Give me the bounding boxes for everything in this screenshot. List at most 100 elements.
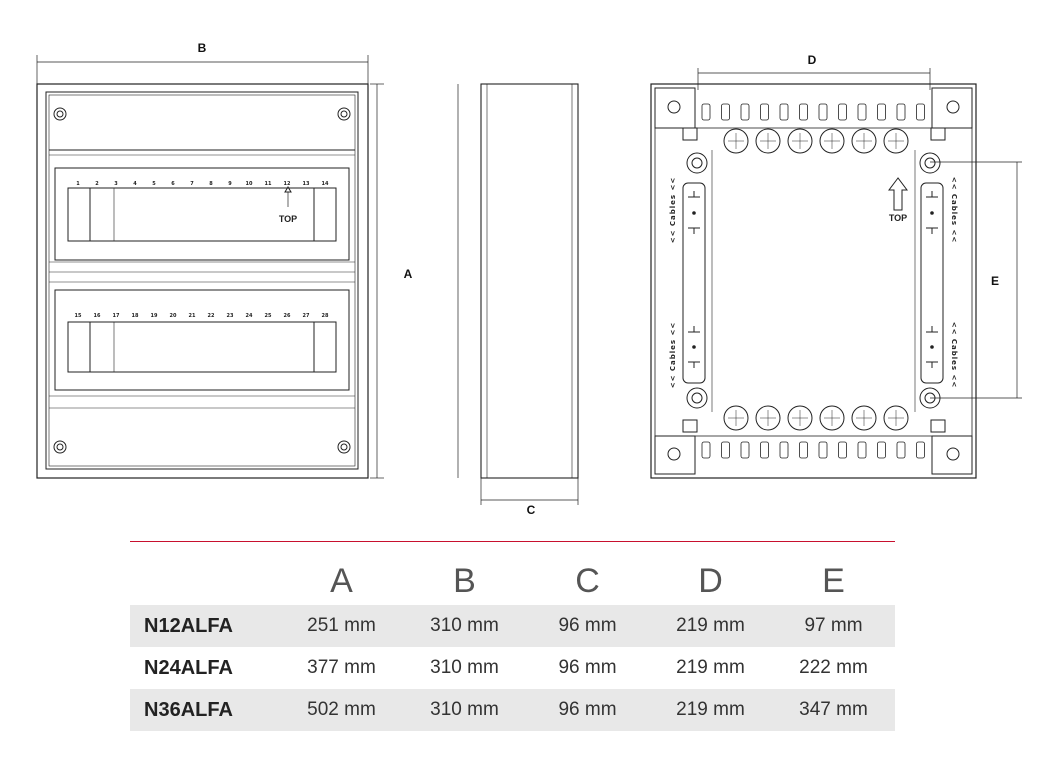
module-number: 24 [246, 313, 253, 319]
table-header-row: A B C D E [130, 542, 895, 605]
cable-tooth [799, 441, 808, 459]
back-top-marker: TOP [889, 213, 907, 223]
cable-knockout [787, 128, 813, 154]
cable-tooth [916, 103, 925, 121]
cell-a: 377 mm [307, 657, 376, 678]
cable-knockout [723, 128, 749, 154]
cell-c: 96 mm [526, 605, 649, 647]
column-header-d: D [698, 562, 723, 600]
dimension-label-b: B [198, 41, 207, 55]
module-number: 9 [228, 181, 232, 187]
model-cell: N36ALFA [130, 689, 280, 731]
cell-e: 222 mm [799, 657, 868, 678]
model-cell: N12ALFA [130, 605, 280, 647]
dimension-label-d: D [808, 53, 817, 67]
cell-a: 251 mm [280, 605, 403, 647]
module-number: 11 [265, 181, 272, 187]
cable-knockout [851, 128, 877, 154]
cell-c: 96 mm [558, 657, 617, 678]
cell-e: 347 mm [772, 689, 895, 731]
cable-label-left-top: << Cables << [669, 177, 677, 244]
cable-knockout [819, 405, 845, 431]
module-number: 12 [284, 181, 291, 187]
front-view [36, 55, 384, 479]
column-header-b: B [453, 562, 476, 600]
cable-knockout [755, 128, 781, 154]
rail-terminal-right-top [926, 191, 938, 234]
cable-tooth [857, 103, 867, 121]
module-number: 19 [151, 313, 158, 319]
cable-tooth [818, 103, 828, 121]
cell-c: 96 mm [526, 689, 649, 731]
cable-knockout [819, 128, 845, 154]
cable-tooth [916, 441, 925, 459]
cable-tooth [701, 103, 711, 121]
cable-knockout [723, 405, 749, 431]
rail-terminal-left-top [688, 191, 700, 234]
cable-label-right-bottom: << Cables << [950, 322, 958, 389]
cable-tooth [877, 103, 886, 121]
table-row: N24ALFA 377 mm 310 mm 96 mm 219 mm 222 m… [130, 647, 895, 689]
cable-tooth [760, 441, 769, 459]
cell-d: 219 mm [649, 689, 772, 731]
cell-d: 219 mm [676, 657, 745, 678]
column-header-a: A [330, 562, 353, 600]
cable-tooth [896, 441, 906, 459]
cell-b: 310 mm [403, 605, 526, 647]
module-number: 16 [94, 313, 101, 319]
module-number: 6 [171, 181, 175, 187]
cable-tooth [760, 103, 769, 121]
module-number: 22 [208, 313, 215, 319]
dimensions-table: A B C D E N12ALFA 251 mm 310 mm 96 mm 21… [130, 542, 895, 731]
module-number: 17 [113, 313, 120, 319]
module-number: 10 [246, 181, 253, 187]
module-number: 7 [190, 181, 194, 187]
column-header-model [130, 542, 280, 605]
cable-tooth [877, 441, 886, 459]
cable-tooth [838, 103, 847, 121]
module-number: 14 [322, 181, 329, 187]
rail-terminal-left-bottom [688, 326, 700, 368]
cable-tooth [799, 103, 808, 121]
cable-tooth [740, 103, 750, 121]
model-cell: N24ALFA [144, 656, 233, 679]
module-number: 15 [75, 313, 82, 319]
module-number: 1 [76, 181, 80, 187]
module-number: 25 [265, 313, 272, 319]
module-number: 8 [209, 181, 213, 187]
back-view [650, 68, 1022, 479]
module-number: 27 [303, 313, 310, 319]
cell-d: 219 mm [649, 605, 772, 647]
module-number: 23 [227, 313, 234, 319]
cable-tooth [779, 103, 789, 121]
dimension-label-e: E [991, 274, 999, 288]
column-header-c: C [575, 562, 600, 600]
cable-knockout [851, 405, 877, 431]
cable-label-right-top: << Cables << [950, 177, 958, 244]
cable-tooth [857, 441, 867, 459]
module-number: 2 [95, 181, 99, 187]
table-row: N12ALFA 251 mm 310 mm 96 mm 219 mm 97 mm [130, 605, 895, 647]
cable-knockout [787, 405, 813, 431]
specification-table: A B C D E N12ALFA 251 mm 310 mm 96 mm 21… [130, 541, 895, 731]
table-row: N36ALFA 502 mm 310 mm 96 mm 219 mm 347 m… [130, 689, 895, 731]
cable-tooth [779, 441, 789, 459]
module-number: 21 [189, 313, 196, 319]
cable-tooth [896, 103, 906, 121]
side-view [457, 83, 579, 505]
cell-b: 310 mm [403, 689, 526, 731]
cell-b: 310 mm [430, 657, 499, 678]
cable-tooth [721, 441, 730, 459]
module-number: 18 [132, 313, 139, 319]
rail-terminal-right-bottom [926, 326, 938, 368]
cell-e: 97 mm [772, 605, 895, 647]
module-number: 13 [303, 181, 310, 187]
module-number: 5 [152, 181, 156, 187]
dimension-label-c: C [527, 503, 536, 517]
cell-a: 502 mm [280, 689, 403, 731]
cable-label-left-bottom: << Cables << [669, 322, 677, 389]
module-number: 3 [114, 181, 118, 187]
column-header-e: E [822, 562, 845, 600]
dimension-label-a: A [404, 267, 413, 281]
